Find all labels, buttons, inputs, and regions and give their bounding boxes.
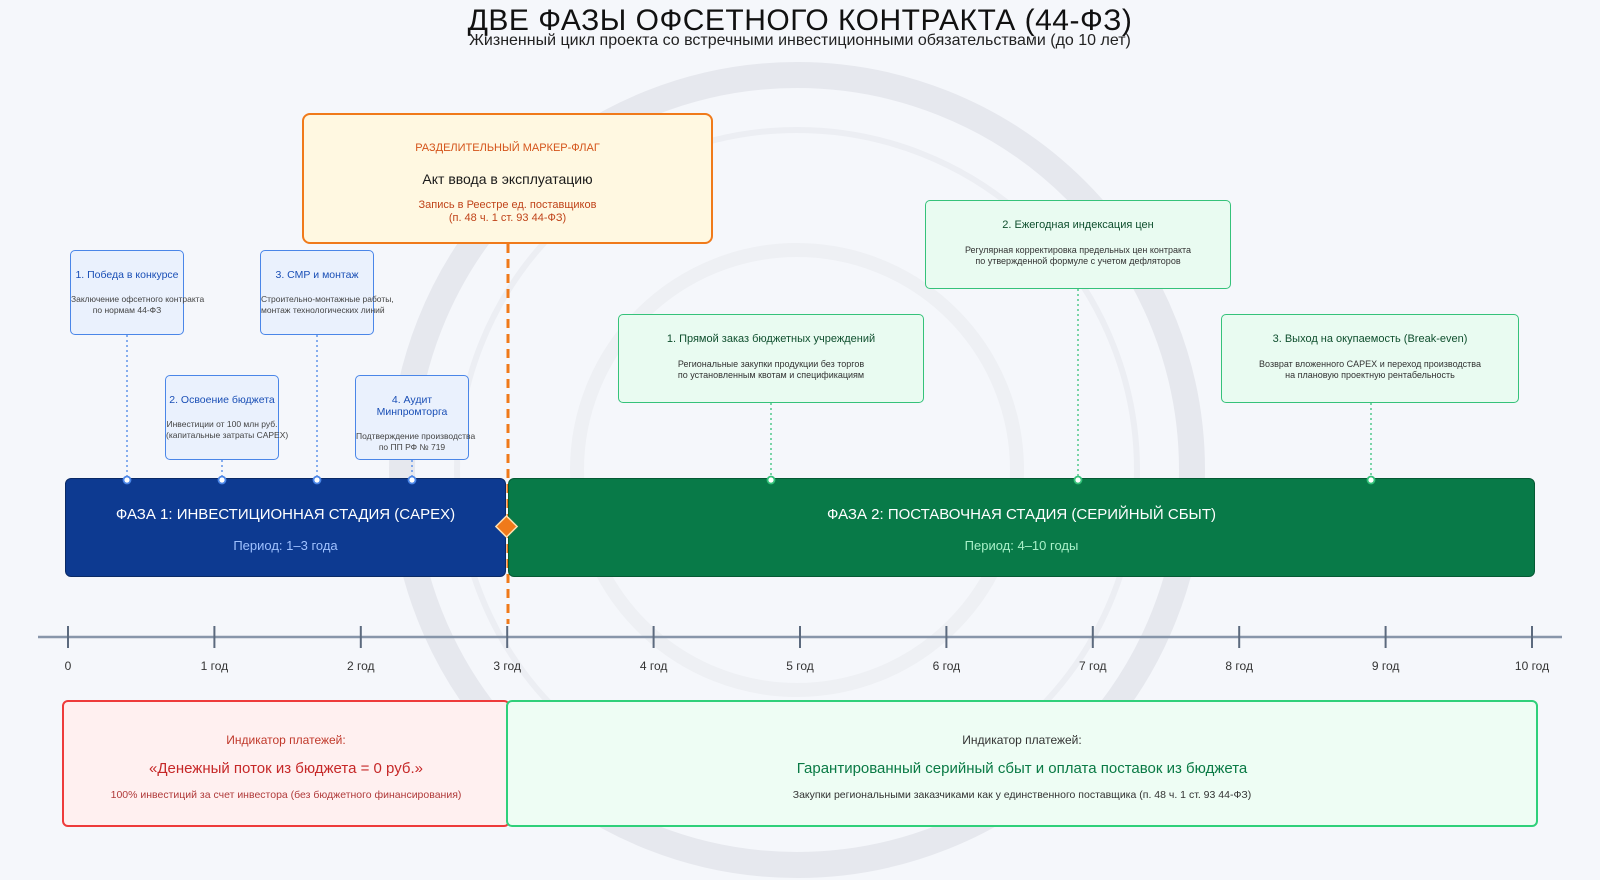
axis-tick-label: 3 год [493, 659, 521, 673]
phase1-event-card-2: 2. Освоение бюджета Инвестиции от 100 мл… [165, 375, 289, 460]
event-heading: 2. Освоение бюджета [169, 394, 275, 406]
axis-tick-label: 4 год [639, 659, 668, 673]
phase2-event-card-1: 1. Прямой заказ бюджетных учреждений Рег… [618, 314, 924, 403]
axis-tick-label: 1 год [200, 659, 229, 673]
phase1-connectors [126, 335, 413, 478]
phase1-name: ФАЗА 1: ИНВЕСТИЦИОННАЯ СТАДИЯ (CAPEX) [115, 506, 456, 523]
event-heading: 1. Прямой заказ бюджетных учреждений [666, 333, 876, 345]
marker-desc: Запись в Реестре ед. поставщиков (п. 48 … [418, 199, 597, 224]
phase2-bar: ФАЗА 2: ПОСТАВОЧНАЯ СТАДИЯ (СЕРИЙНЫЙ СБЫ… [508, 478, 1535, 577]
payment-note: Закупки региональными заказчиками как у … [792, 789, 1252, 801]
payment-value: Гарантированный серийный сбыт и оплата п… [796, 760, 1248, 777]
axis-tick-label: 0 [64, 659, 72, 673]
marker-label: РАЗДЕЛИТЕЛЬНЫЙ МАРКЕР-ФЛАГ [415, 142, 600, 154]
event-desc: Инвестиции от 100 млн руб.(капитальные з… [166, 419, 289, 440]
axis-tick-label: 2 год [347, 659, 375, 673]
page-title: ДВЕ ФАЗЫ ОФСЕТНОГО КОНТРАКТА (44-ФЗ) [467, 4, 1133, 37]
event-heading: 2. Ежегодная индексация цен [1002, 219, 1154, 231]
phase1-event-card-4: 4. Аудит Минпромторга Подтверждение прои… [355, 375, 476, 460]
event-heading: 1. Победа в конкурсе [75, 269, 179, 281]
event-desc: Региональные закупки продукции без торго… [677, 359, 865, 380]
axis-tick-label: 10 год [1514, 659, 1550, 673]
phase2-name: ФАЗА 2: ПОСТАВОЧНАЯ СТАДИЯ (СЕРИЙНЫЙ СБЫ… [827, 506, 1216, 523]
phase1-bar: ФАЗА 1: ИНВЕСТИЦИОННАЯ СТАДИЯ (CAPEX) Пе… [65, 478, 506, 577]
marker-heading: Акт ввода в эксплуатацию [422, 171, 593, 187]
milestone-marker-card: РАЗДЕЛИТЕЛЬНЫЙ МАРКЕР-ФЛАГ Акт ввода в э… [302, 113, 713, 244]
payment-label: Индикатор платежей: [962, 733, 1082, 747]
event-desc: Регулярная корректировка предельных цен … [964, 245, 1192, 266]
phase1-event-card-1: 1. Победа в конкурсе Заключение офсетног… [70, 250, 205, 335]
axis-tick-label: 9 год [1371, 659, 1400, 673]
phase1-period: Период: 1–3 года [233, 538, 338, 553]
payment-indicator-phase2: Индикатор платежей: Гарантированный сери… [506, 700, 1538, 827]
phase2-period: Период: 4–10 годы [964, 538, 1079, 553]
axis-tick-label: 8 год [1225, 659, 1253, 673]
axis-tick-label: 5 год [786, 659, 814, 673]
page-subtitle: Жизненный цикл проекта со встречными инв… [469, 32, 1131, 49]
event-desc: Возврат вложенного CAPEX и переход произ… [1259, 359, 1481, 380]
phase2-event-card-3: 3. Выход на окупаемость (Break-even) Воз… [1221, 314, 1519, 403]
payment-note: 100% инвестиций за счет инвестора (без б… [110, 789, 462, 801]
event-heading: 3. СМР и монтаж [275, 269, 359, 281]
event-heading: 3. Выход на окупаемость (Break-even) [1272, 333, 1468, 345]
payment-indicator-phase1: Индикатор платежей: «Денежный поток из б… [62, 700, 510, 827]
axis-tick-label: 7 год [1079, 659, 1107, 673]
event-desc: Строительно-монтажные работы,монтаж техн… [261, 294, 394, 315]
event-heading: 4. Аудит Минпромторга [376, 394, 448, 418]
phase2-event-card-2: 2. Ежегодная индексация цен Регулярная к… [925, 200, 1231, 289]
axis-tick-label: 6 год [932, 659, 961, 673]
payment-label: Индикатор платежей: [226, 733, 346, 747]
phase1-event-card-3: 3. СМР и монтаж Строительно-монтажные ра… [260, 250, 394, 335]
phase2-connectors [770, 289, 1372, 478]
payment-value: «Денежный поток из бюджета = 0 руб.» [148, 760, 423, 777]
